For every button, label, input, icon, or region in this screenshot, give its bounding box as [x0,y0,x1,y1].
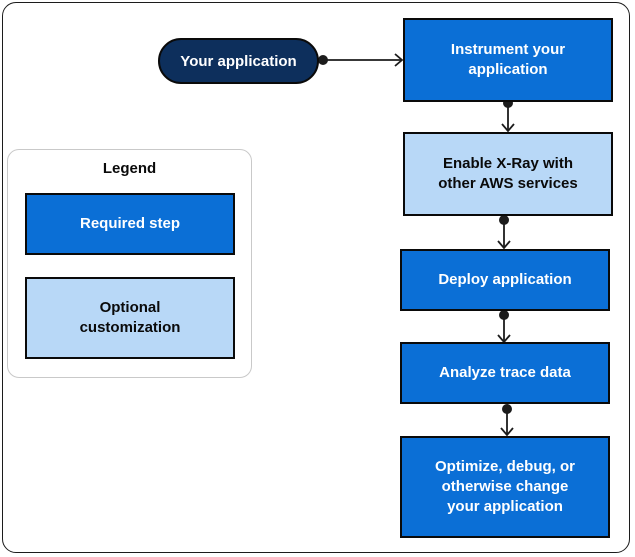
legend-required-step: Required step [25,193,235,255]
node-enable-xray: Enable X-Ray with other AWS services [403,132,613,216]
node-instrument-application: Instrument your application [403,18,613,102]
node-optimize-application: Optimize, debug, or otherwise change you… [400,436,610,538]
legend: Legend Required step Optional customizat… [7,149,252,378]
node-analyze-trace-data: Analyze trace data [400,342,610,404]
node-deploy-application: Deploy application [400,249,610,311]
node-your-application: Your application [158,38,319,84]
legend-title: Legend [102,160,157,177]
legend-optional-customization: Optional customization [25,277,235,359]
